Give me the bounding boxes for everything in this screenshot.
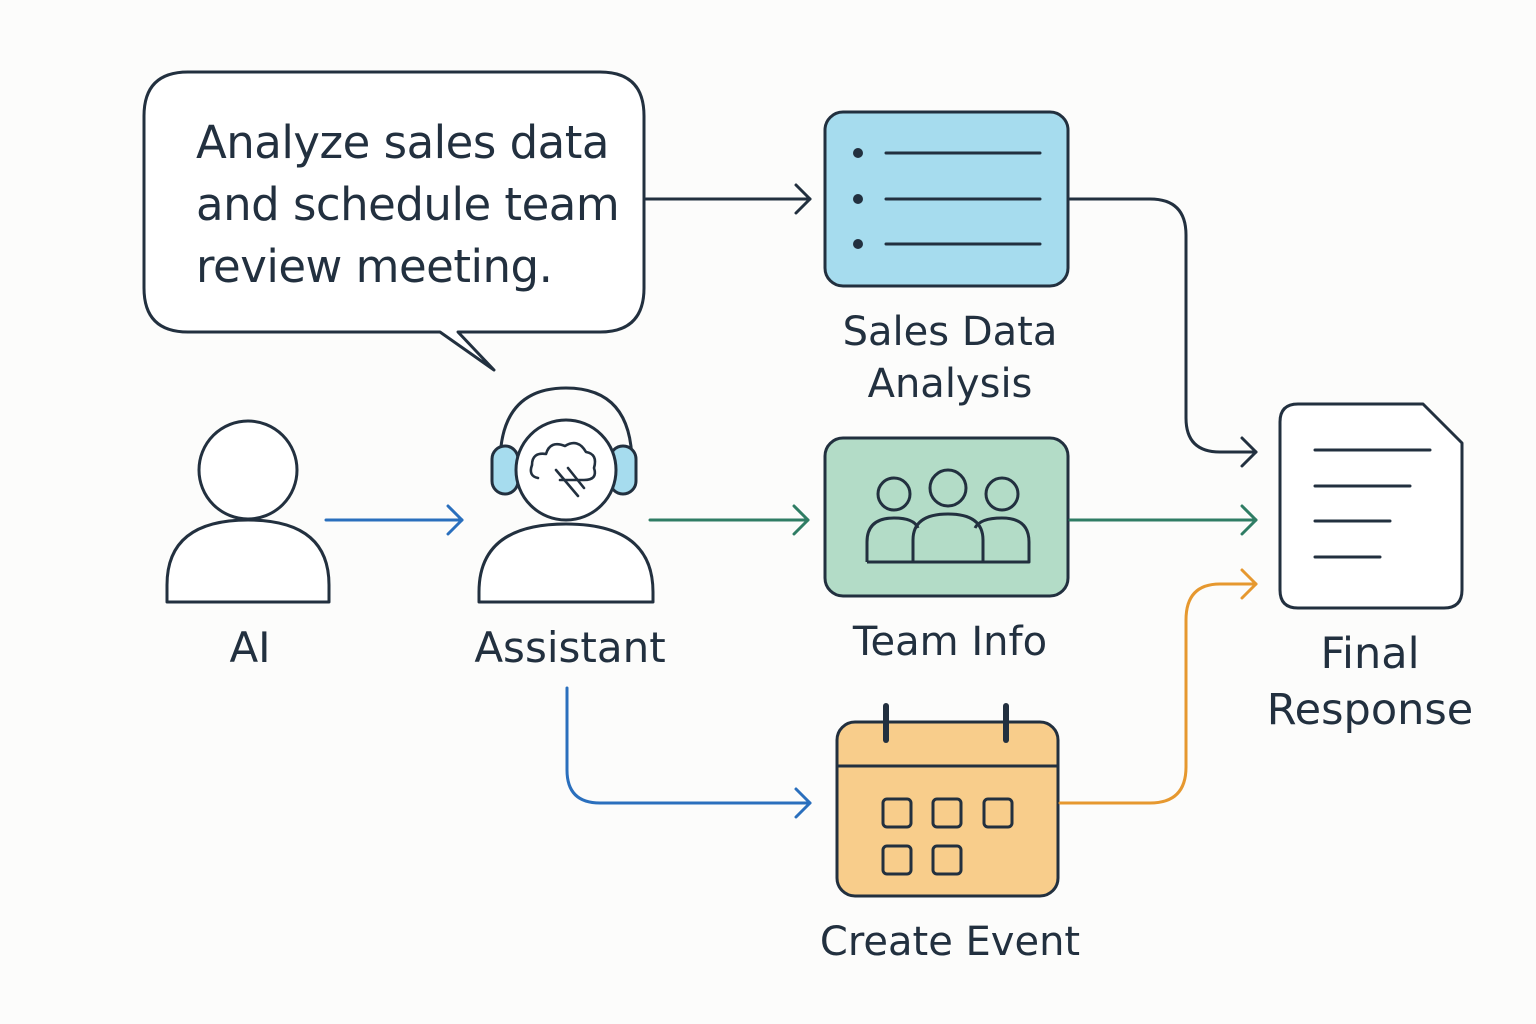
sales-data-analysis-label: Sales Data Analysis	[842, 309, 1058, 407]
document-icon	[1278, 402, 1464, 610]
sales-data-card	[823, 110, 1070, 288]
assistant-label: Assistant	[474, 623, 666, 672]
list-icon	[853, 148, 1042, 249]
user-icon	[165, 419, 331, 604]
create-event-label: Create Event	[819, 919, 1081, 965]
arrow-team-to-final	[1068, 504, 1258, 536]
arrow-event-to-final	[1058, 568, 1258, 805]
team-info-label: Team Info	[852, 619, 1048, 665]
brain-cloud-icon	[529, 441, 597, 498]
team-icon	[865, 468, 1031, 564]
arrow-ai-to-assistant	[324, 504, 464, 536]
assistant-headset-icon	[477, 386, 655, 604]
bubble-text: Analyze sales data and schedule team rev…	[196, 116, 620, 293]
arrow-bubble-to-sales	[644, 183, 812, 215]
arrow-sales-to-final	[1068, 197, 1258, 468]
arrow-assistant-to-team	[648, 504, 810, 536]
calendar-icon	[835, 703, 1060, 898]
team-info-card	[823, 436, 1070, 598]
speech-bubble	[142, 70, 646, 372]
ai-label: AI	[229, 623, 271, 672]
final-response-label: Final Response	[1266, 629, 1474, 735]
arrow-assistant-to-event	[565, 686, 812, 819]
